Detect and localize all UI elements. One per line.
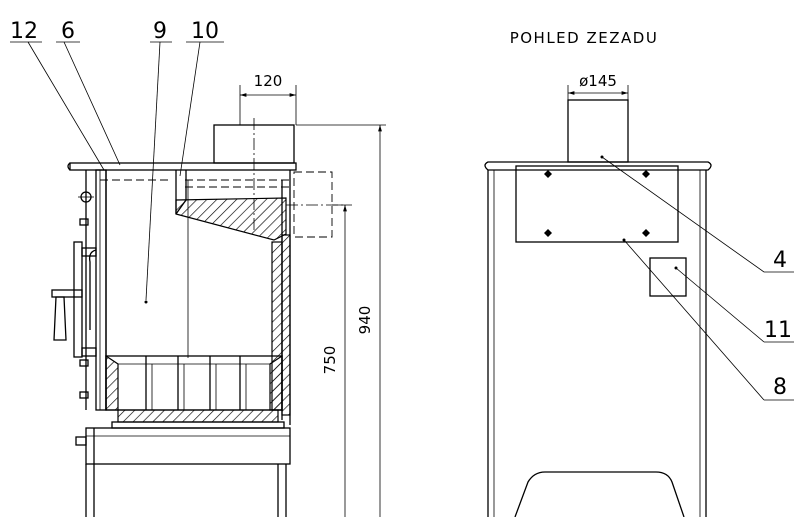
dimension-750: 750 [321,204,352,517]
callout-12: 12 [10,19,38,44]
callout-10: 10 [191,19,219,44]
rear-cover-plate [515,165,679,243]
dim-145-label: ø145 [579,72,617,90]
screw-icons [544,170,650,237]
callout-11: 11 [764,318,792,343]
callout-4: 4 [773,248,787,273]
rear-outlet [293,171,333,238]
ash-drawer [85,427,291,465]
dimension-120: 120 [239,72,297,125]
dimension-940: 940 [296,124,386,517]
rear-top-plate [484,161,712,171]
rear-view: POHLED ZEZADU ø145 [484,29,712,518]
dim-750-label: 750 [321,346,339,375]
door-handle-bar [73,241,83,358]
base-arch [514,471,685,518]
dim-120-label: 120 [254,72,283,90]
callouts-right: 4 11 8 [601,156,794,401]
callout-9: 9 [153,19,167,44]
rear-inlet-box [649,257,687,297]
dim-940-label: 940 [356,306,374,335]
side-section-view [51,118,345,517]
callouts-left: 12 6 9 10 [10,19,224,304]
baffle-plate [175,197,287,241]
front-frame [95,169,107,411]
rear-view-title: POHLED ZEZADU [510,29,659,47]
callout-6: 6 [61,19,75,44]
handle-lever [51,289,83,298]
flue-collar-rear [567,99,629,163]
grate [117,409,279,423]
top-plate [69,162,297,171]
callout-8: 8 [773,375,787,400]
